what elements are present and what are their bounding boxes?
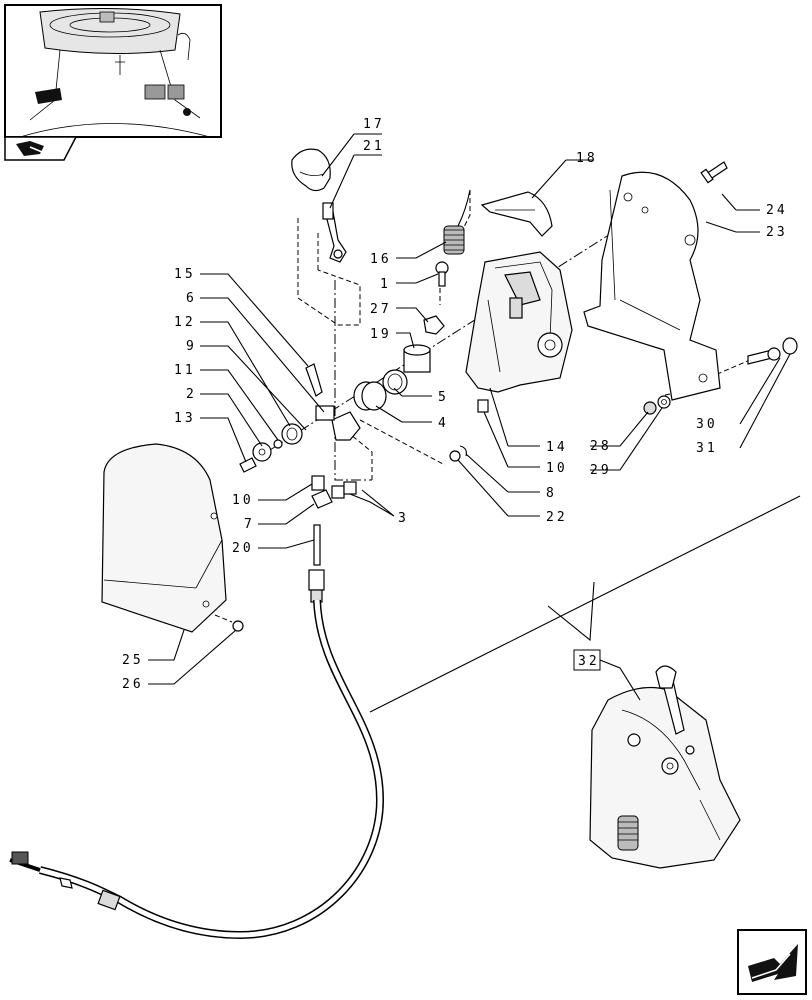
callout-31: 31: [696, 441, 718, 456]
callout-30: 30: [696, 417, 718, 432]
eye-bolt: [435, 261, 449, 287]
screw-13: [239, 457, 257, 473]
callout-9: 9: [186, 339, 197, 354]
callout-19: 19: [370, 327, 392, 342]
callout-23: 23: [766, 225, 788, 240]
callout-3: 3: [398, 511, 409, 526]
callout-25: 25: [122, 653, 144, 668]
callout-7: 7: [244, 517, 255, 532]
assembled-detail-view: [369, 495, 801, 869]
hex-nut: [423, 315, 445, 335]
screw-26: [232, 620, 244, 632]
lever-knob: [291, 148, 331, 192]
callout-11: 11: [174, 363, 196, 378]
mounting-bracket: [583, 171, 721, 401]
callout-20: 20: [232, 541, 254, 556]
mounting-bolt-top: [700, 161, 728, 184]
bushing-19: [403, 344, 431, 373]
small-washer: [273, 439, 283, 449]
circlip: [449, 445, 467, 462]
callout-16: 16: [370, 252, 392, 267]
control-cable: [9, 524, 385, 940]
tractor-cab-pedals-thumbnail[interactable]: [4, 4, 222, 138]
mounting-bolt-bottom: [747, 337, 798, 365]
bushing-4: [353, 381, 387, 411]
callout-29: 29: [590, 463, 612, 478]
callout-28: 28: [590, 439, 612, 454]
hand-lever: [322, 202, 347, 263]
callout-17: 17: [363, 117, 385, 132]
callout-24: 24: [766, 203, 788, 218]
callout-15: 15: [174, 267, 196, 282]
callout-22: 22: [546, 510, 568, 525]
callout-5: 5: [438, 390, 449, 405]
pivot-pin: [305, 363, 323, 397]
callout-leader-lines: [148, 133, 791, 701]
o-ring-5: [382, 369, 408, 395]
washer-2: [252, 442, 272, 462]
nut-right: [477, 399, 489, 413]
callout-labels: 17 21 18 24 23 16 1 27 19 15 6 12 9 11 2…: [122, 117, 788, 692]
cable-end-fittings: [311, 475, 357, 509]
callout-18: 18: [576, 151, 598, 166]
tension-spring: [443, 189, 471, 255]
callout-32: 32: [578, 654, 600, 669]
callout-8: 8: [546, 486, 557, 501]
seal-ring-12: [281, 423, 303, 445]
callout-14: 14: [546, 440, 568, 455]
pivot-block: [315, 405, 361, 441]
lever-housing: [465, 251, 573, 393]
callout-6: 6: [186, 291, 197, 306]
lever-cover: [101, 443, 227, 633]
callout-10-left: 10: [232, 493, 254, 508]
callout-10-right: 10: [546, 461, 568, 476]
next-page-arrow-icon[interactable]: [737, 929, 807, 995]
top-cover-plate: [480, 191, 553, 237]
callout-12: 12: [174, 315, 196, 330]
book-arrow-icon[interactable]: [4, 136, 78, 161]
callout-4: 4: [438, 416, 449, 431]
callout-26: 26: [122, 677, 144, 692]
callout-27: 27: [370, 302, 392, 317]
callout-1: 1: [380, 277, 391, 292]
callout-2: 2: [186, 387, 197, 402]
callout-21: 21: [363, 139, 385, 154]
washer-nut-pair: [643, 395, 671, 415]
callout-32-box: [573, 649, 601, 671]
callout-13: 13: [174, 411, 196, 426]
